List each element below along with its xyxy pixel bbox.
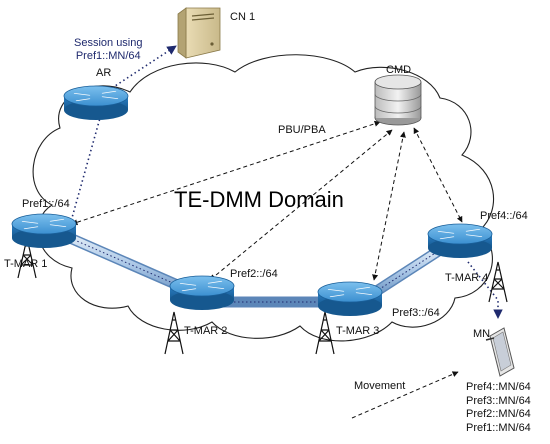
- session-label-line1: Session using: [74, 37, 143, 49]
- mobile-node-icon: [485, 327, 515, 377]
- tmar4-label: T-MAR 4: [445, 272, 489, 284]
- router-icon-tmar1: [11, 213, 77, 248]
- tmar4-prefix: Pref4::/64: [480, 210, 528, 222]
- tmar3-prefix: Pref3::/64: [392, 307, 440, 319]
- ar-label: AR: [96, 67, 112, 79]
- router-icon-tmar4: [427, 223, 493, 258]
- mn-prefix-item: Pref2::MN/64: [466, 408, 531, 420]
- session-label-line2: Pref1::MN/64: [75, 50, 141, 62]
- tower-icon: [488, 261, 508, 303]
- cn-label: CN 1: [230, 11, 256, 23]
- router-icon-ar: [63, 85, 129, 120]
- movement-arrow: [351, 371, 459, 419]
- tmar1-label: T-MAR 1: [4, 258, 48, 270]
- signal-cmd-tmar3: [372, 131, 406, 281]
- tmar2-label: T-MAR 2: [184, 325, 228, 337]
- mn-prefix-item: Pref3::MN/64: [466, 394, 531, 407]
- domain-cloud: [32, 54, 494, 342]
- tmar1-prefix: Pref1::/64: [22, 198, 70, 210]
- router-icon-tmar3: [317, 281, 383, 316]
- pbu-pba-signaling: [71, 120, 463, 281]
- session-path: [69, 45, 503, 319]
- cmd-label: CMD: [386, 64, 412, 76]
- mn-label: MN: [473, 328, 491, 340]
- signal-cmd-tmar2: [209, 129, 393, 281]
- mn-prefix-item: Pref1::MN/64: [466, 421, 531, 434]
- mn-prefix-list: Pref4::MN/64 Pref3::MN/64 Pref2::MN/64 P…: [466, 381, 531, 435]
- server-icon: [177, 7, 221, 59]
- pbu-pba-label: PBU/PBA: [278, 124, 326, 136]
- tmar3-label: T-MAR 3: [336, 325, 380, 337]
- movement-label: Movement: [354, 380, 406, 392]
- antenna-towers: [17, 237, 508, 355]
- domain-title: TE-DMM Domain: [174, 187, 344, 212]
- tower-icon: [164, 311, 184, 355]
- database-icon: [374, 74, 422, 126]
- router-icon-tmar2: [169, 275, 235, 310]
- signal-cmd-tmar4: [413, 127, 463, 223]
- mn-prefix-item: Pref4::MN/64: [466, 381, 531, 393]
- tower-icon: [315, 311, 335, 355]
- tmar2-prefix: Pref2::/64: [230, 268, 278, 280]
- session-label: Session using Pref1::MN/64: [74, 37, 143, 63]
